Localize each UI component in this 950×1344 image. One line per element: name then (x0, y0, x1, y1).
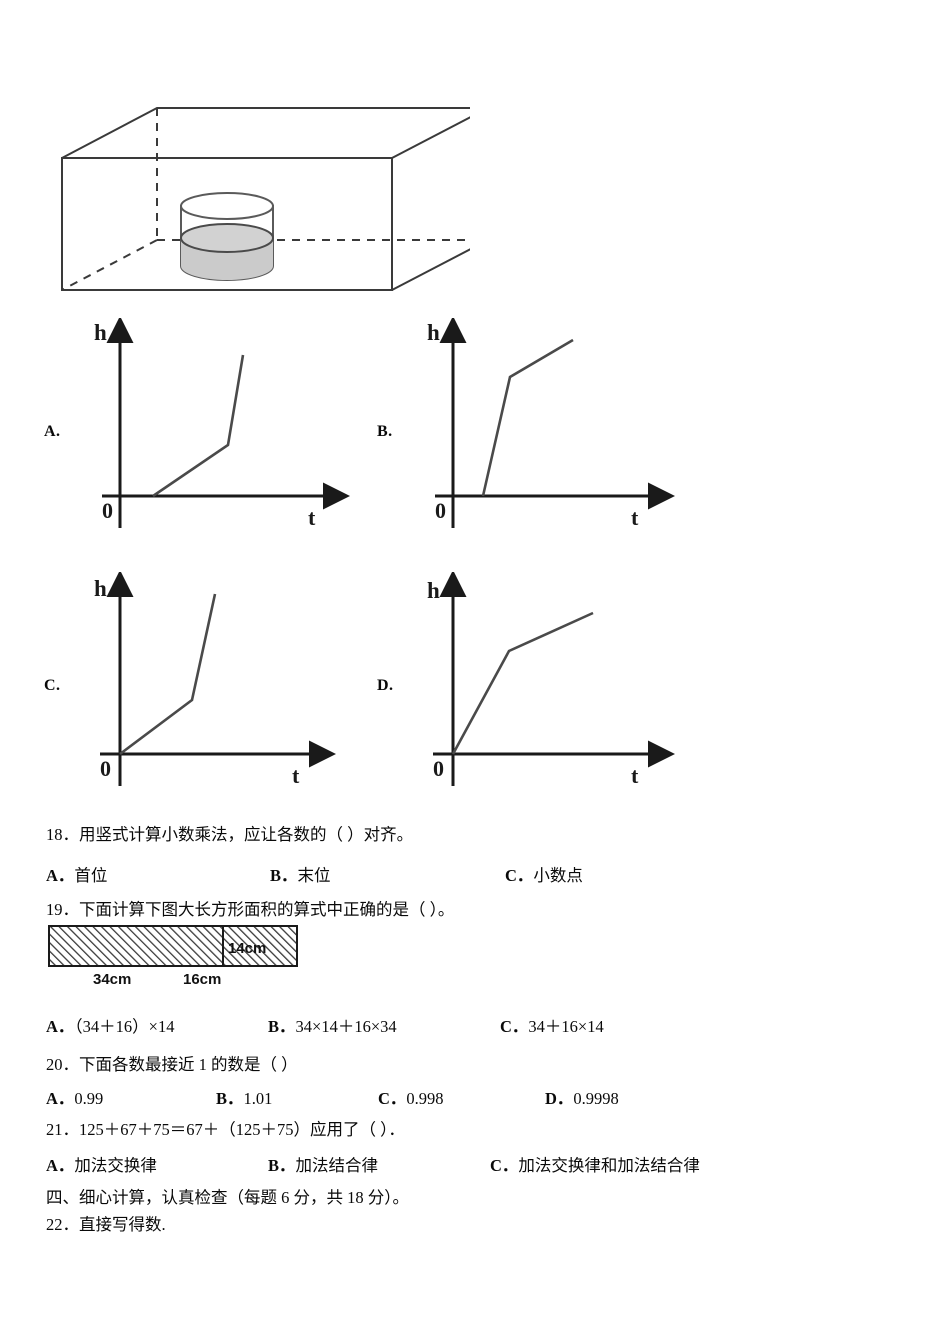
question-18-option-b-text: 末位 (297, 866, 331, 885)
question-20-option-d-text: 0.9998 (573, 1089, 619, 1108)
graph-b-x-label: t (631, 505, 639, 530)
graph-d-curve (451, 611, 594, 755)
cylinder-group (180, 192, 274, 281)
question-22-stem: 22．直接写得数. (46, 1215, 166, 1234)
question-21-option-a-lead: A． (46, 1156, 75, 1175)
graph-option-c[interactable]: C. h 0 t (40, 572, 370, 822)
rectangle-left-part (48, 925, 224, 967)
graph-option-b-letter: B. (377, 423, 393, 440)
question-21-option-a[interactable]: A．加法交换律 (46, 1152, 157, 1176)
question-21-option-b-text: 加法结合律 (295, 1156, 379, 1175)
graph-a-curve (152, 354, 245, 498)
graph-c-curve (119, 593, 217, 756)
rectangle-height-label: 14cm (228, 940, 267, 957)
question-21-option-a-text: 加法交换律 (74, 1156, 157, 1175)
graph-option-d-letter: D. (377, 677, 394, 694)
question-19-option-b-text: 34×14＋16×34 (295, 1017, 397, 1036)
graph-d-x-label: t (631, 763, 639, 788)
graph-b-origin-label: 0 (435, 498, 446, 523)
cylinder-water-surface (180, 223, 274, 253)
question-20-stem: 20．下面各数最接近 1 的数是（ ） (46, 1055, 298, 1074)
question-20-option-d[interactable]: D．0.9998 (545, 1085, 619, 1109)
question-20-option-c-lead: C． (378, 1089, 407, 1108)
graph-d-y-label: h (427, 578, 440, 603)
question-21-stem: 21．125＋67＋75＝67＋（125＋75）应用了（ ）． (46, 1120, 405, 1139)
graph-option-d[interactable]: D. h 0 t (373, 572, 703, 822)
question-21-option-b-lead: B． (268, 1156, 296, 1175)
question-20-option-d-lead: D． (545, 1089, 574, 1108)
question-20-option-b-text: 1.01 (243, 1089, 273, 1108)
question-19-option-c-text: 34＋16×14 (528, 1017, 604, 1036)
question-18-option-c-lead: C． (505, 866, 534, 885)
graph-option-c-letter: C. (44, 677, 61, 694)
graph-a-x-label: t (308, 505, 316, 530)
question-19-option-a[interactable]: A．（34＋16）×14 (46, 1013, 174, 1037)
question-19-option-a-lead: A． (46, 1017, 75, 1036)
question-19-option-a-text: （34＋16）×14 (74, 1017, 175, 1036)
question-19-option-c-lead: C． (500, 1017, 529, 1036)
question-20-option-a[interactable]: A．0.99 (46, 1085, 103, 1109)
question-18-option-c-text: 小数点 (533, 866, 583, 885)
question-20-option-c[interactable]: C．0.998 (378, 1085, 444, 1109)
rectangle-left-width-label: 34cm (93, 971, 132, 988)
graph-d-origin-label: 0 (433, 756, 444, 781)
hatched-rectangle-figure: 14cm 34cm 16cm (48, 925, 308, 997)
graph-a-origin-label: 0 (102, 498, 113, 523)
graph-option-a-letter: A. (44, 423, 61, 440)
question-18-option-a-lead: A． (46, 866, 75, 885)
graph-b-curve (481, 338, 574, 497)
question-20-option-a-text: 0.99 (74, 1089, 104, 1108)
question-21-option-b[interactable]: B．加法结合律 (268, 1152, 378, 1176)
graph-option-b[interactable]: B. h 0 t (373, 318, 703, 568)
question-20-option-a-lead: A． (46, 1089, 75, 1108)
graph-a-svg: h 0 t (94, 318, 350, 530)
question-21-option-c[interactable]: C．加法交换律和加法结合律 (490, 1152, 700, 1176)
rectangular-container-figure (40, 88, 489, 303)
section-four-heading: 四、细心计算，认真检查（每题 6 分，共 18 分）。 (46, 1188, 409, 1207)
box-top-left-edges (61, 107, 488, 159)
question-21-option-c-lead: C． (490, 1156, 519, 1175)
graph-b-svg: h 0 t (427, 318, 675, 530)
question-18-option-a[interactable]: A．首位 (46, 862, 107, 886)
rectangle-right-part (222, 925, 298, 967)
cylinder-water-fill (181, 238, 273, 280)
question-19-stem: 19．下面计算下图大长方形面积的算式中正确的是（ ）。 (46, 900, 455, 919)
question-20-option-b-lead: B． (216, 1089, 244, 1108)
graph-option-a[interactable]: A. h 0 t (40, 318, 370, 568)
question-21-option-c-text: 加法交换律和加法结合律 (518, 1156, 700, 1175)
question-19-option-b[interactable]: B．34×14＋16×34 (268, 1013, 397, 1037)
cylinder-rim (180, 192, 274, 220)
rectangle-right-width-label: 16cm (183, 971, 222, 988)
box-bottom-right-edge (391, 239, 489, 291)
question-18-option-c[interactable]: C．小数点 (505, 862, 583, 886)
question-19-option-c[interactable]: C．34＋16×14 (500, 1013, 604, 1037)
question-20-option-b[interactable]: B．1.01 (216, 1085, 272, 1109)
question-18-option-a-text: 首位 (74, 866, 108, 885)
graph-d-svg: h 0 t (427, 572, 675, 788)
question-20-option-c-text: 0.998 (406, 1089, 444, 1108)
question-19-option-b-lead: B． (268, 1017, 296, 1036)
graph-c-x-label: t (292, 763, 300, 788)
box-top-right-edge (391, 107, 489, 159)
container-svg (61, 107, 489, 291)
question-18-stem: 18．用竖式计算小数乘法，应让各数的（ ）对齐。 (46, 825, 414, 844)
question-18-option-b[interactable]: B．末位 (270, 862, 331, 886)
box-hidden-bottom-left (61, 239, 158, 291)
graph-c-y-label: h (94, 576, 107, 601)
graph-a-y-label: h (94, 320, 107, 345)
graph-c-origin-label: 0 (100, 756, 111, 781)
graph-c-svg: h 0 t (94, 572, 336, 788)
hatched-rectangle-svg (48, 925, 298, 967)
graph-b-y-label: h (427, 320, 440, 345)
question-18-option-b-lead: B． (270, 866, 298, 885)
